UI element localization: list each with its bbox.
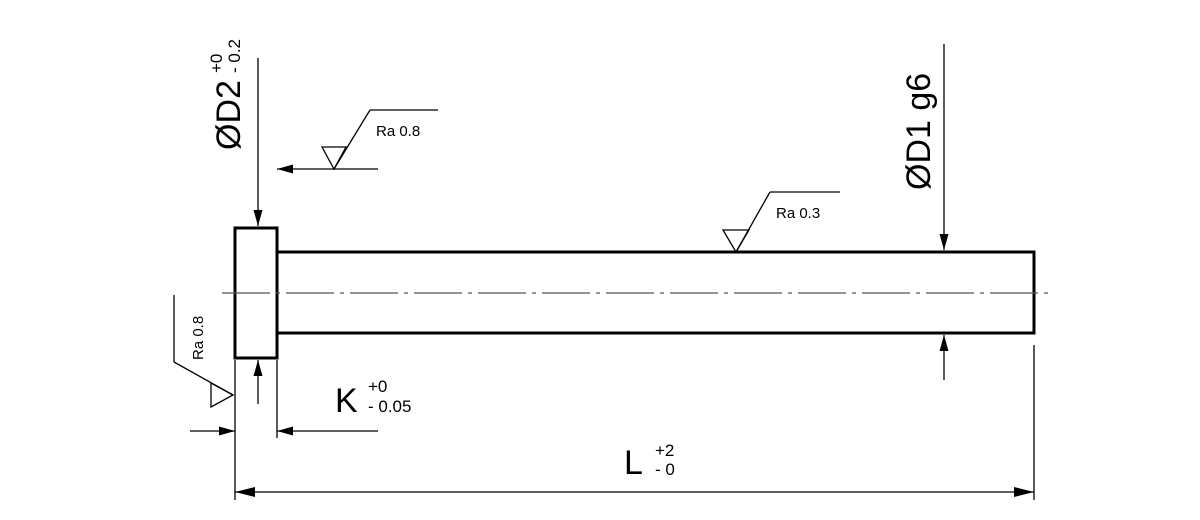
- l-tol-lower: - 0: [655, 460, 675, 479]
- l-arrow-left: [235, 487, 255, 497]
- d1-arrow-top: [939, 234, 949, 250]
- roughness-symbol-shaft: Ra 0.3: [721, 191, 840, 254]
- k-tol-lower: - 0.05: [368, 397, 411, 416]
- head-top-triangle: [320, 146, 348, 171]
- shaft-triangle: [721, 229, 751, 254]
- shaft-ra-label: Ra 0.3: [776, 205, 820, 222]
- d2-arrow-bottom: [253, 360, 263, 376]
- head-top-ra-label: Ra 0.8: [376, 123, 420, 140]
- head-top-leader-arrow: [277, 164, 293, 174]
- d1-label: ØD1 g6: [900, 73, 938, 190]
- d1-dimension: ØD1 g6: [900, 44, 949, 380]
- k-arrow-left: [219, 426, 235, 436]
- k-dimension: K +0 - 0.05: [190, 360, 411, 500]
- roughness-symbol-head-face: Ra 0.8: [173, 295, 235, 409]
- l-arrow-right: [1014, 487, 1034, 497]
- head-face-triangle: [210, 381, 235, 409]
- k-label: K: [335, 382, 358, 420]
- d2-tol-lower: - 0.2: [225, 39, 244, 73]
- l-tol-upper: +2: [655, 441, 674, 460]
- d1-arrow-bottom: [939, 335, 949, 351]
- l-dimension: L +2 - 0: [235, 345, 1035, 500]
- d2-arrow-top: [253, 210, 263, 226]
- shaft-tick: [735, 191, 771, 253]
- d2-dimension: ØD2 +0 - 0.2: [207, 39, 263, 404]
- d2-tol-upper: +0: [207, 54, 226, 73]
- d2-label: ØD2: [210, 80, 248, 150]
- roughness-symbol-head-top: Ra 0.8: [277, 109, 438, 174]
- k-tol-upper: +0: [368, 377, 387, 396]
- head-face-tick: [173, 361, 234, 396]
- head-top-tick: [333, 109, 371, 170]
- head-face-ra-label: Ra 0.8: [190, 316, 207, 360]
- k-arrow-right: [277, 426, 293, 436]
- l-label: L: [624, 444, 643, 482]
